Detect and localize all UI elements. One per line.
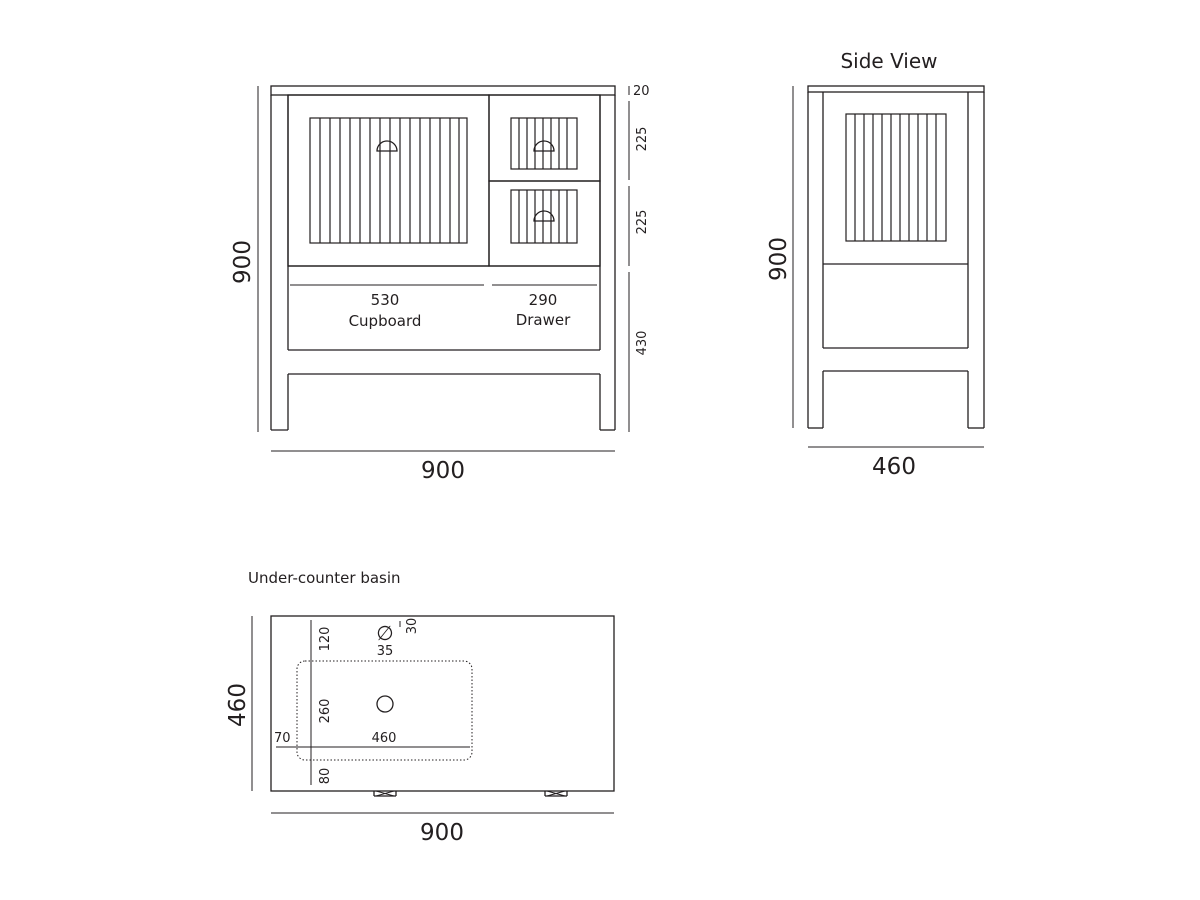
side-benchtop [807,85,985,93]
side-view: Side View [766,49,985,480]
basin-view-title: Under-counter basin [248,569,401,587]
basin-dim-460-label: 460 [372,731,397,746]
front-top-dim-label: 20 [633,84,650,99]
side-cabinet-body [807,92,985,429]
front-drawer-1 [488,94,601,182]
front-height-label: 900 [230,240,256,284]
basin-dim-260-label: 260 [318,699,333,724]
front-drawer-2-dim-label: 225 [635,210,650,235]
side-width-label: 460 [872,454,916,480]
front-leg-dim-label: 430 [635,331,650,356]
front-view: 900 900 20 225 225 430 530 Cupboard 290 … [230,84,650,484]
front-drawer-2-slats [510,189,578,244]
front-drawer-1-handle [533,140,555,152]
basin-tap-diameter-label: 35 [377,644,394,659]
basin-tap-diameter-icon: ∅ [376,621,393,645]
front-cupboard-label: Cupboard [349,312,422,330]
side-panel-slats [845,113,947,242]
basin-dim-80-label: 80 [318,768,333,785]
side-view-title: Side View [840,49,937,73]
front-benchtop [270,85,616,96]
basin-view: Under-counter basin ∅ 460 90 [225,569,615,846]
basin-dim-70-label: 70 [274,731,291,746]
front-cabinet-body [270,95,616,431]
basin-dim-30-label: 30 [405,618,420,635]
front-drawer-value: 290 [529,291,558,309]
basin-height-label: 460 [225,683,251,727]
basin-bowl-outline [296,660,473,761]
basin-support-bracket-right [544,790,568,797]
front-cupboard-slats [309,117,468,244]
front-drawer-2-handle [533,210,555,222]
front-drawer-1-slats [510,117,578,170]
front-drawer-2 [488,180,601,267]
front-width-label: 900 [421,458,465,484]
basin-benchtop-outline [270,615,615,792]
basin-dim-120-label: 120 [318,627,333,652]
basin-support-bracket-left [373,790,397,797]
front-drawer-label: Drawer [516,311,571,329]
front-drawer-1-dim-label: 225 [635,127,650,152]
basin-waste-hole [376,695,394,713]
front-cupboard-value: 530 [371,291,400,309]
basin-width-label: 900 [420,820,464,846]
front-cupboard-handle [376,140,398,152]
side-height-label: 900 [766,237,792,281]
